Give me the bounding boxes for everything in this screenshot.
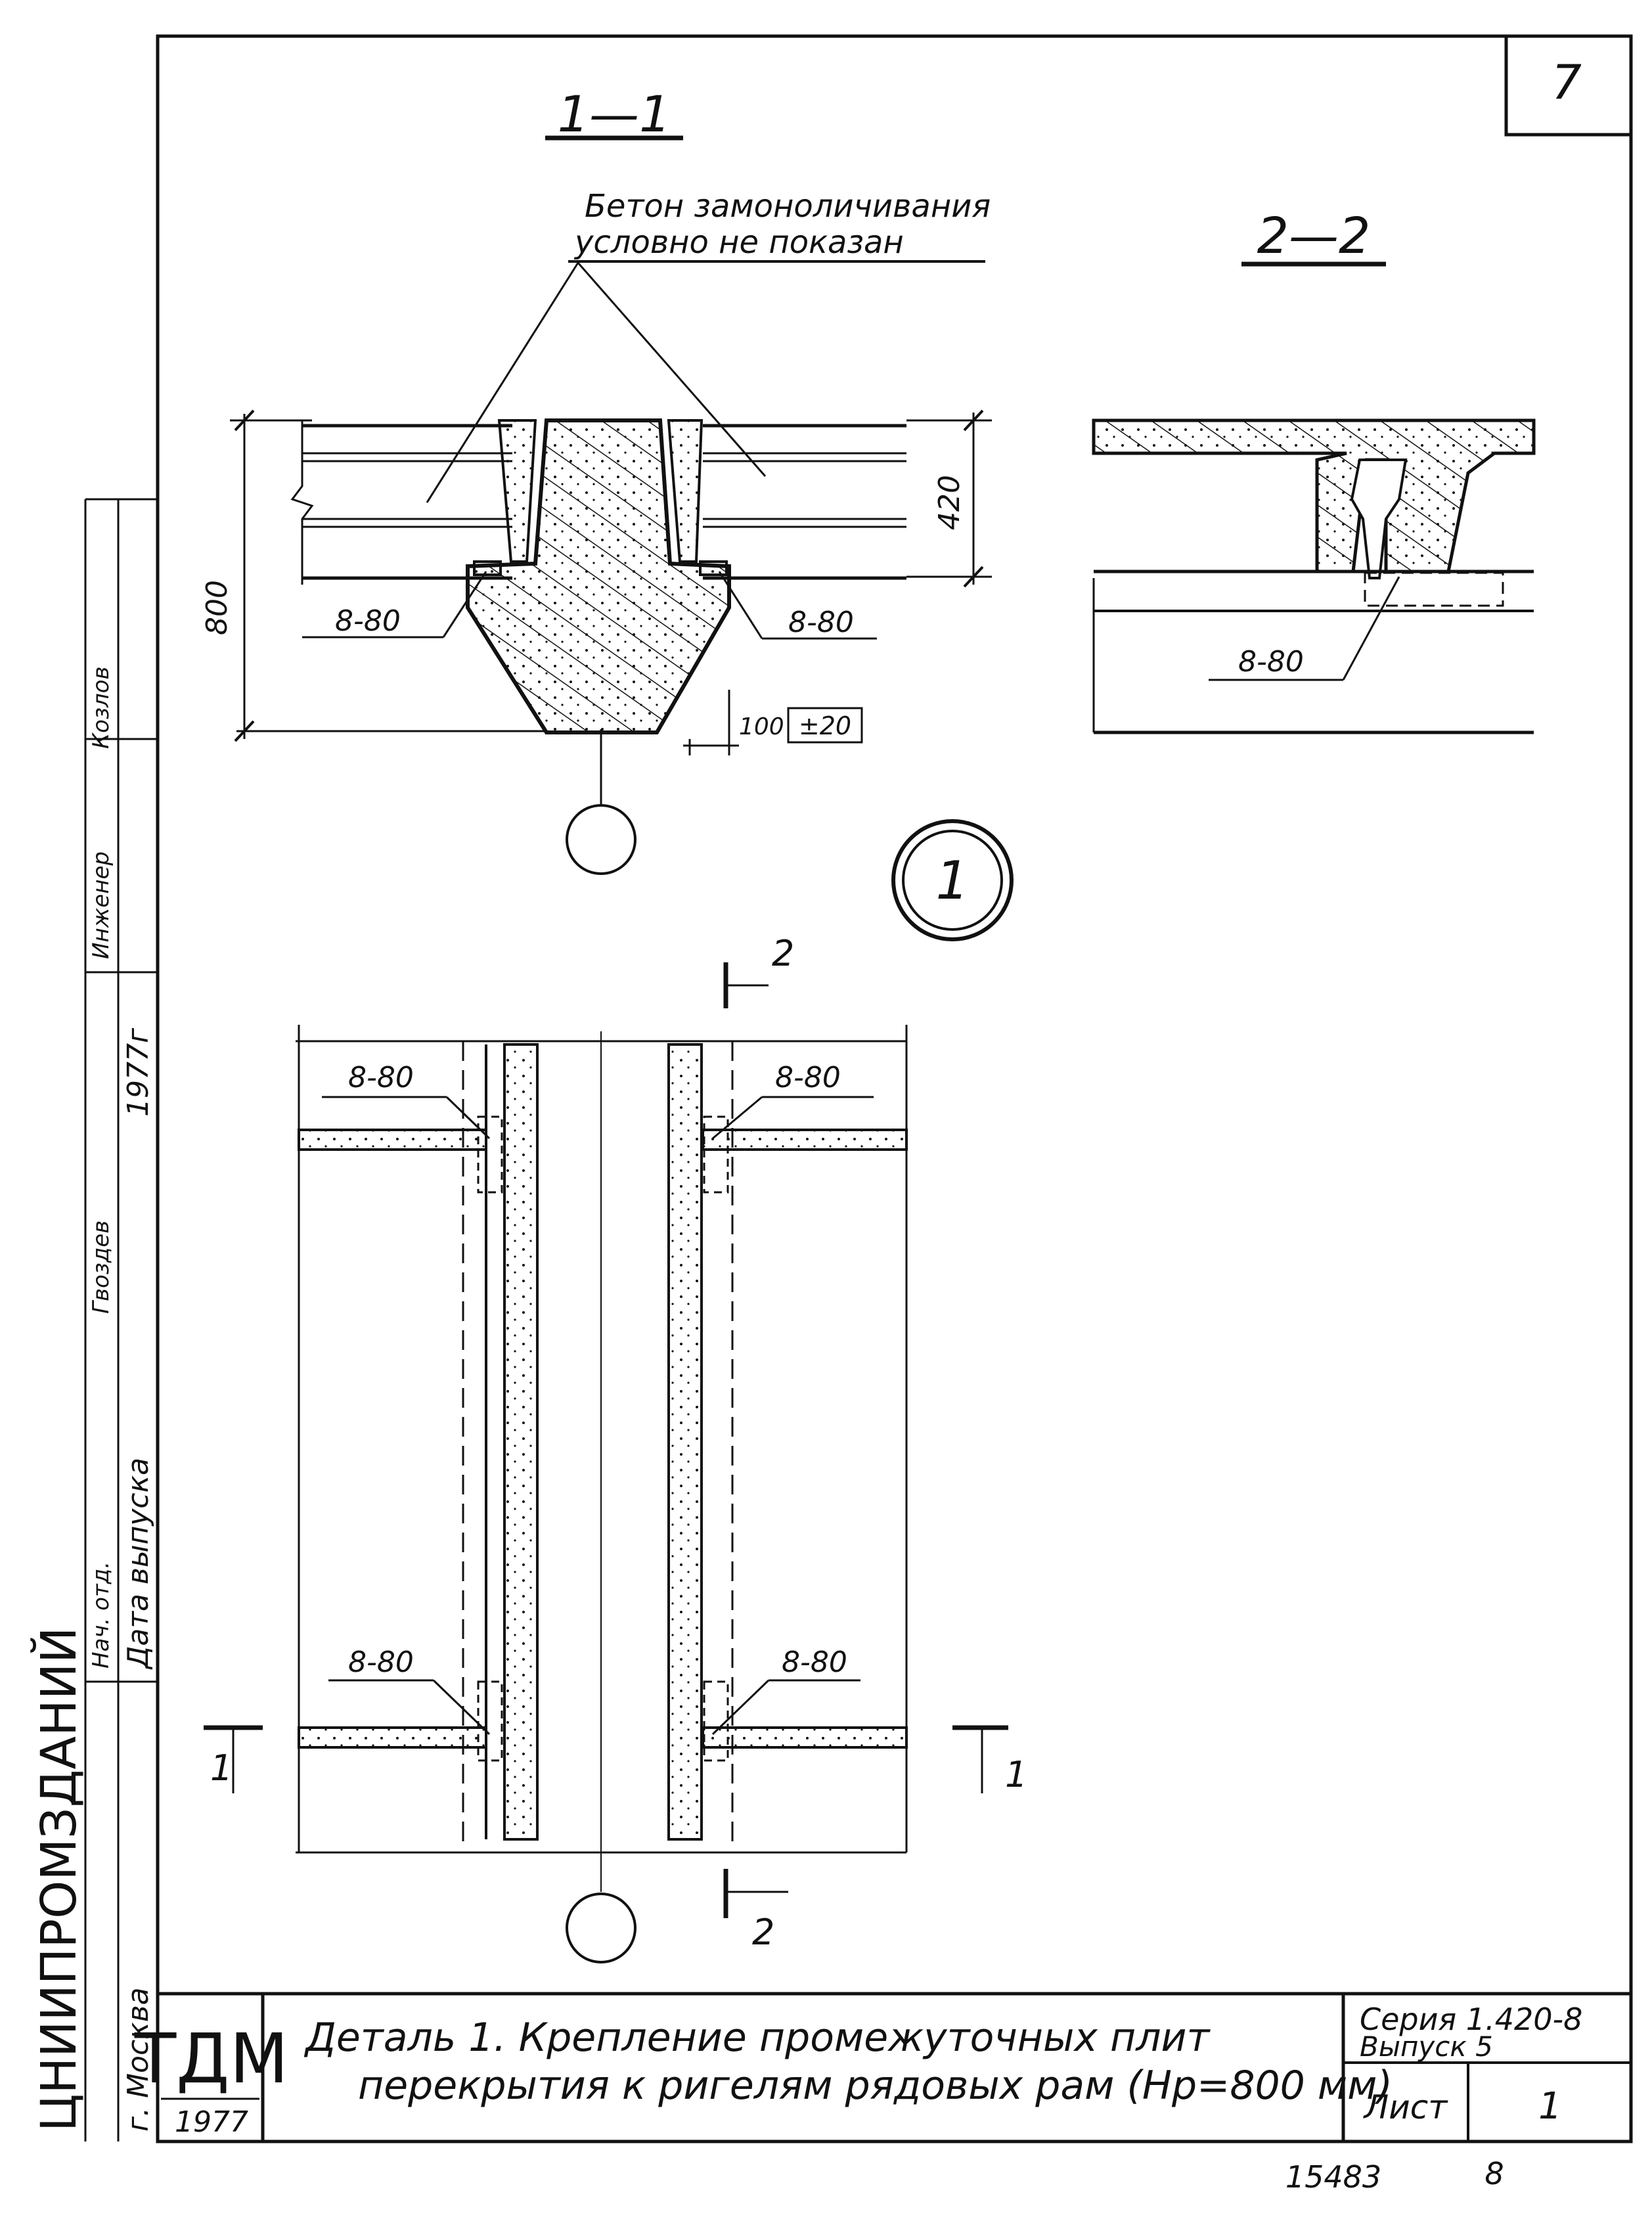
page-number: 8 — [1485, 2156, 1504, 2191]
weld-label-s2: 8-80 — [1238, 645, 1304, 679]
logo-year: 1977 — [175, 2105, 248, 2139]
side-stamp-release-label: Дата выпуска — [122, 1458, 155, 1670]
detail-marker — [891, 819, 1014, 941]
side-stamp-row2-value: Козлов — [88, 666, 114, 749]
plan-view: 8-80 8-80 8-80 8-80 2 2 1 1 — [204, 933, 1027, 1963]
drawing-title-line1: Деталь 1. Крепление промежуточных плит — [303, 2015, 1211, 2061]
side-stamp-row1-value: Гвоздев — [88, 1221, 114, 1314]
sheet-corner-number: 7 — [1552, 55, 1582, 110]
concrete-note-line2: условно не показан — [573, 224, 904, 261]
section-1-1-label: 1—1 — [558, 85, 671, 143]
sheet-frame — [156, 34, 1633, 2143]
axis-bubble-bottom — [566, 1893, 636, 1963]
dimension-420-value: 420 — [933, 475, 966, 530]
weld-label-s1-left: 8-80 — [335, 604, 401, 638]
cut-2-top: 2 — [772, 933, 794, 974]
sheet-value: 1 — [1538, 2085, 1562, 2128]
series-line2: Выпуск 5 — [1360, 2030, 1493, 2063]
side-stamp-row2-label: Инженер — [88, 851, 114, 959]
side-stamp-org: ЦНИИПРОМЗДАНИЙ — [30, 1627, 87, 2132]
dimension-800 — [230, 409, 545, 742]
side-stamp-release-value: 1977г — [122, 1027, 155, 1117]
cut-1-right: 1 — [1005, 1754, 1027, 1795]
hollow-slab-left — [290, 420, 512, 585]
dimension-100-value: 100 — [739, 713, 784, 740]
side-stamp-city: г. Москва — [122, 1987, 155, 2132]
logo: ТДМ — [134, 2019, 289, 2099]
dimension-800-value: 800 — [200, 580, 234, 635]
hollow-slab-right — [703, 424, 906, 580]
side-stamp-row1-label: Нач. отд. — [88, 1561, 114, 1669]
dimension-tolerance: ±20 — [799, 711, 851, 740]
cut-2-bottom: 2 — [752, 1912, 774, 1953]
weld-label-plan-top-right: 8-80 — [775, 1061, 841, 1094]
side-stamp — [84, 498, 158, 2141]
series-line1: Серия 1.420-8 — [1360, 2002, 1582, 2037]
weld-label-plan-bottom-left: 8-80 — [348, 1646, 414, 1679]
section-2-2-label: 2—2 — [1257, 206, 1371, 265]
section-1-1: 1—1 Бетон замоноличивания условно не пок… — [200, 85, 992, 875]
cut-1-left: 1 — [210, 1747, 233, 1789]
weld-label-plan-top-left: 8-80 — [348, 1061, 414, 1094]
section-2-2: 2—2 8-80 — [1092, 206, 1536, 734]
weld-label-s1-right: 8-80 — [788, 606, 854, 639]
title-block — [158, 1992, 1631, 2141]
archive-number: 15483 — [1285, 2159, 1381, 2195]
dimension-420 — [906, 409, 992, 588]
detail-marker-number: 1 — [936, 850, 970, 911]
drawing-title-line2: перекрытия к ригелям рядовых рам (Hр=800… — [358, 2063, 1393, 2109]
concrete-note-line1: Бетон замоноличивания — [585, 188, 991, 225]
axis-bubble-top — [566, 804, 636, 875]
weld-label-plan-bottom-right: 8-80 — [782, 1646, 847, 1679]
sheet-label: Лист — [1363, 2088, 1449, 2126]
dimension-100 — [683, 690, 739, 755]
